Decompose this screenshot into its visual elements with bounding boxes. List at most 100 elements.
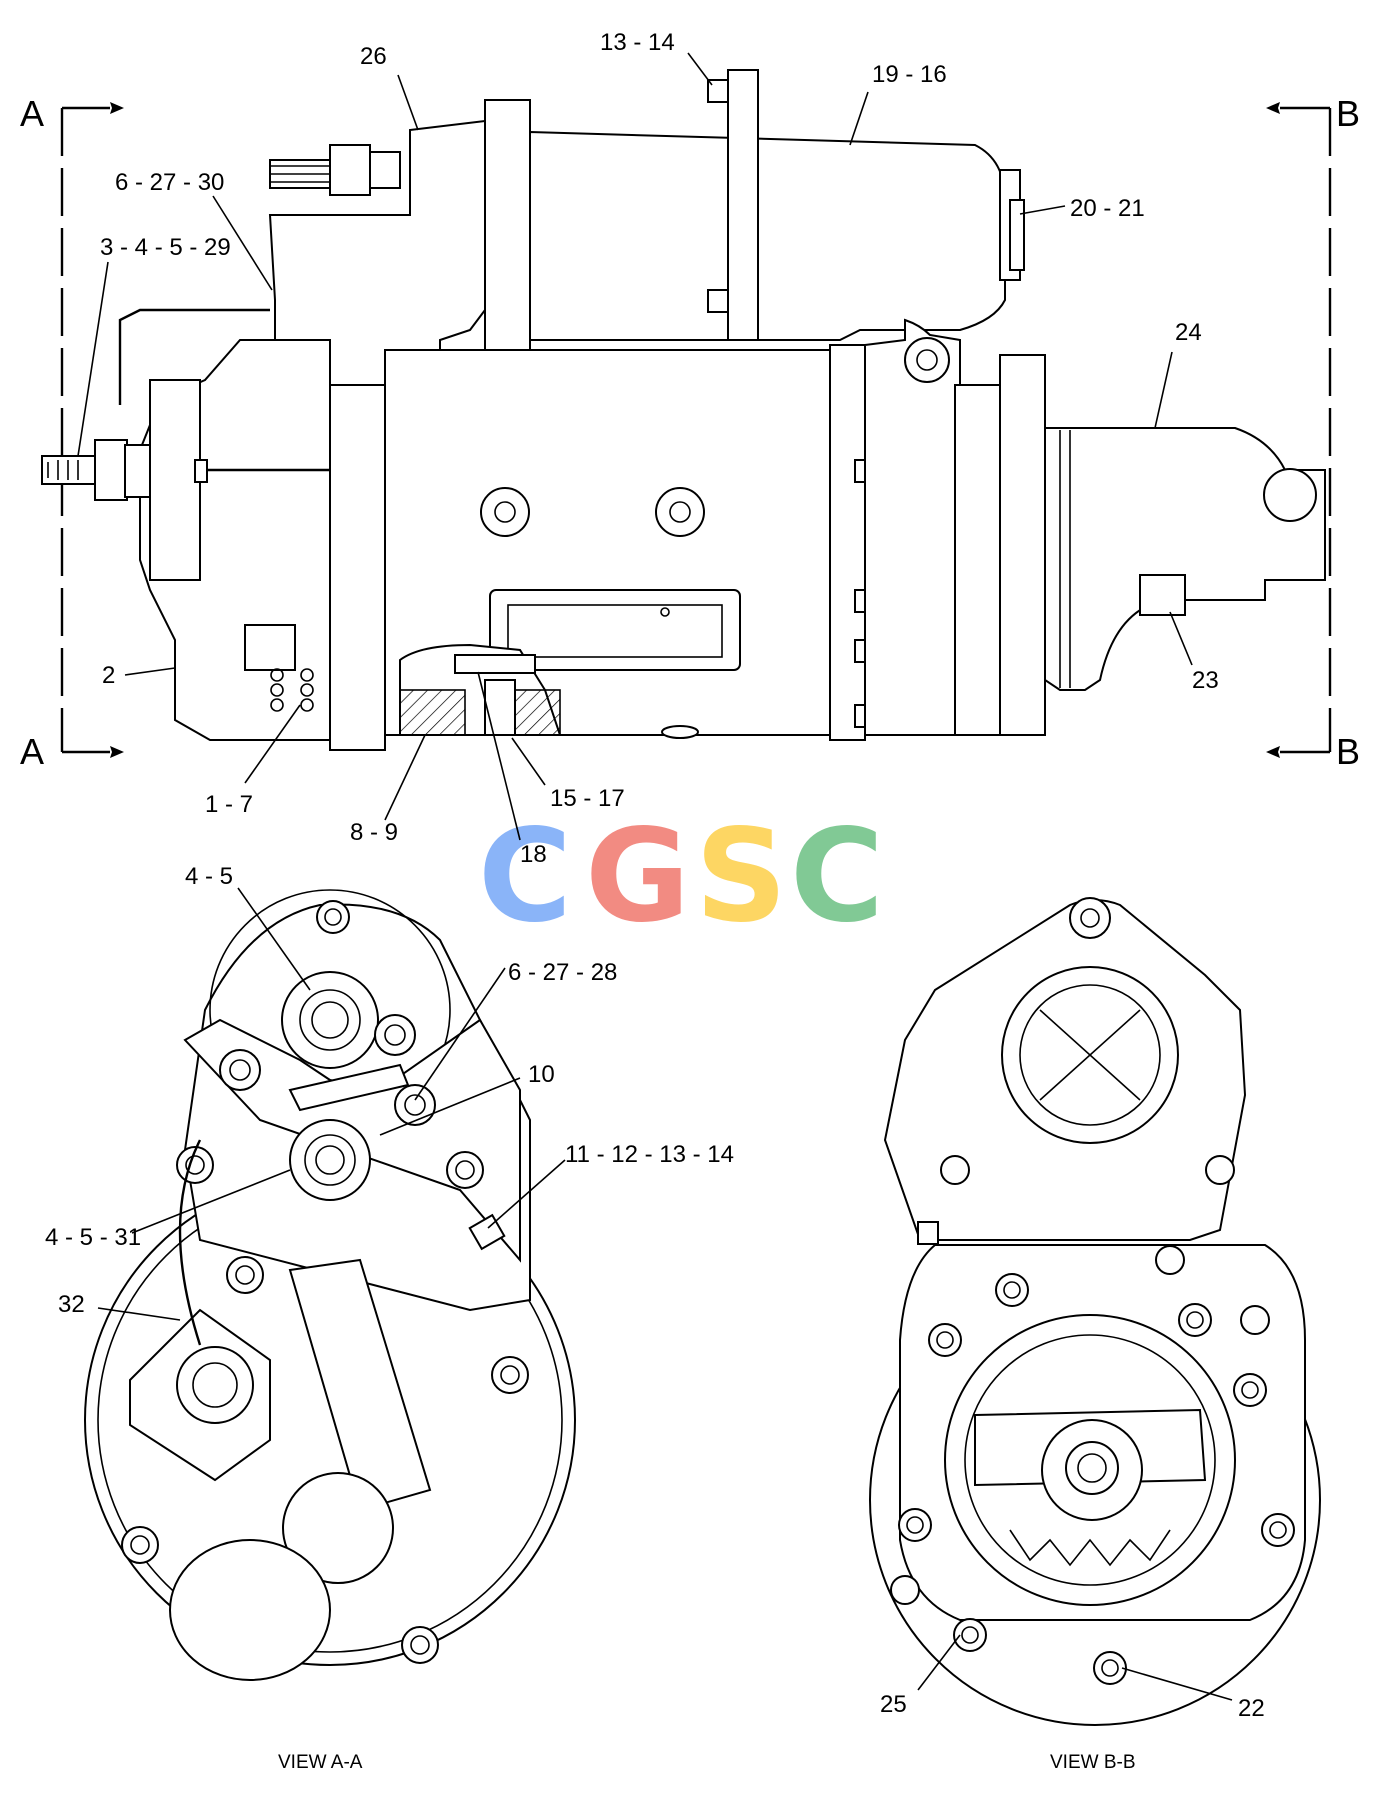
view-a-lead-wire [178,1139,202,1346]
view-a-a-drawing [84,889,576,1681]
view-b-flange-screw-3 [928,1323,962,1357]
mounting-ear [904,337,950,383]
side-view-starter [41,69,1326,751]
watermark-letter-c2: C [790,802,884,951]
brush-holder [244,624,296,671]
view-a-screw-8 [491,1356,529,1394]
view-a-lower-terminal-nut [176,1346,254,1424]
view-b-flange-screw-5 [898,1508,932,1542]
view-b-flange-screw-2 [1178,1303,1212,1337]
view-a-screw-9 [121,1526,159,1564]
terminal-insulator [149,379,201,581]
pole-shoe-screw-right [655,487,705,537]
mounting-flange [999,354,1046,736]
drain-plug [661,725,699,739]
callout-25: 25 [880,1691,907,1718]
view-b-pinion-shaft [1065,1441,1119,1495]
lower-terminal-lock-nut [124,444,152,498]
callout-15-17: 15 - 17 [550,785,625,812]
callout-11-12-13-14: 11 - 12 - 13 - 14 [565,1141,734,1168]
callout-32: 32 [58,1291,85,1318]
view-a-bearing-boss [169,1539,331,1681]
view-b-flange-hole-1 [1155,1245,1185,1275]
callout-4-5-31: 4 - 5 - 31 [45,1224,141,1251]
frame-flange-right [829,344,866,741]
solenoid-terminal [1009,199,1025,271]
view-a-screw-7 [226,1256,264,1294]
view-b-flange-screw-8 [1093,1651,1127,1685]
section-a-bottom-letter: A [20,731,44,772]
view-a-mid-terminal-nut [289,1119,371,1201]
callout-22: 22 [1238,1695,1265,1722]
section-line-b [1266,102,1332,758]
pole-shoe-screw-left [480,487,530,537]
callout-6-27-30: 6 - 27 - 30 [115,169,224,196]
nameplate [489,589,741,671]
view-b-flange-hole-3 [890,1575,920,1605]
callout-labels: 26 13 - 14 19 - 16 6 - 27 - 30 3 - 4 - 5… [45,29,1265,1722]
view-b-flange-screw-1 [995,1273,1029,1307]
drive-housing [864,318,961,736]
view-a-screw-2 [219,1049,261,1091]
view-b-top-ear [1069,897,1111,939]
flange-bolt-top [707,79,729,103]
view-b-flange-hole-2 [1240,1305,1270,1335]
through-bolt-head [194,459,208,483]
upper-terminal-nut [329,144,371,196]
view-a-screw-6 [446,1151,484,1189]
callout-18: 18 [520,841,547,868]
view-b-side-bolt [917,1221,939,1245]
callout-26: 26 [360,43,387,70]
view-a-screw-1 [374,1014,416,1056]
nose-housing [1044,427,1326,691]
callout-20-21: 20 - 21 [1070,195,1145,222]
callout-6-27-28: 6 - 27 - 28 [508,959,617,986]
solenoid-body [529,130,1006,341]
section-line-a [60,102,124,758]
view-a-screw-10 [401,1626,439,1664]
insulator-strip [454,654,536,674]
section-b-bottom-letter: B [1336,731,1360,772]
lead-wire [118,308,270,405]
callout-24: 24 [1175,319,1202,346]
flange-bolt-bottom [707,289,729,313]
view-a-strap [288,1063,410,1112]
view-b-flange-screw-7 [953,1618,987,1652]
lower-terminal-nut [94,439,128,501]
view-a-hub [282,1472,394,1584]
field-screw [484,679,516,736]
callout-2: 2 [102,662,115,689]
view-a-bracket-bolt [468,1213,506,1251]
watermark-letter-g: G [585,802,690,951]
lower-terminal-stud [41,455,101,485]
view-a-a-label: VIEW A-A [278,1752,363,1773]
upper-terminal-washer [369,151,401,189]
drive-housing-flange [954,384,1001,736]
watermark-letter-s: S [695,802,787,951]
view-a-screw-4 [394,1084,436,1126]
callout-23: 23 [1192,667,1219,694]
view-a-top-terminal-nut [281,971,379,1069]
section-a-top-letter: A [20,93,44,134]
pinion-stop [1139,574,1186,616]
view-b-flange-screw-4 [1233,1373,1267,1407]
view-b-b-drawing [869,897,1321,1726]
view-b-flange-screw-6 [1261,1513,1295,1547]
view-a-screw-3 [316,900,350,934]
cgsc-watermark: C G S C [478,802,884,951]
watermark-letter-c1: C [478,802,572,951]
section-b-top-letter: B [1336,93,1360,134]
callout-8-9: 8 - 9 [350,819,398,846]
callout-13-14: 13 - 14 [600,29,675,56]
commutator-end-plate [329,384,386,751]
callout-4-5: 4 - 5 [185,863,233,890]
callout-19-16: 19 - 16 [872,61,947,88]
leader-lines [77,52,1233,1701]
nose-pivot [1263,468,1317,522]
solenoid-flange [727,69,759,341]
view-b-ear-hole-right [1205,1155,1235,1185]
view-b-b-label: VIEW B-B [1050,1752,1136,1773]
view-b-ear-hole-left [940,1155,970,1185]
callout-10: 10 [528,1061,555,1088]
